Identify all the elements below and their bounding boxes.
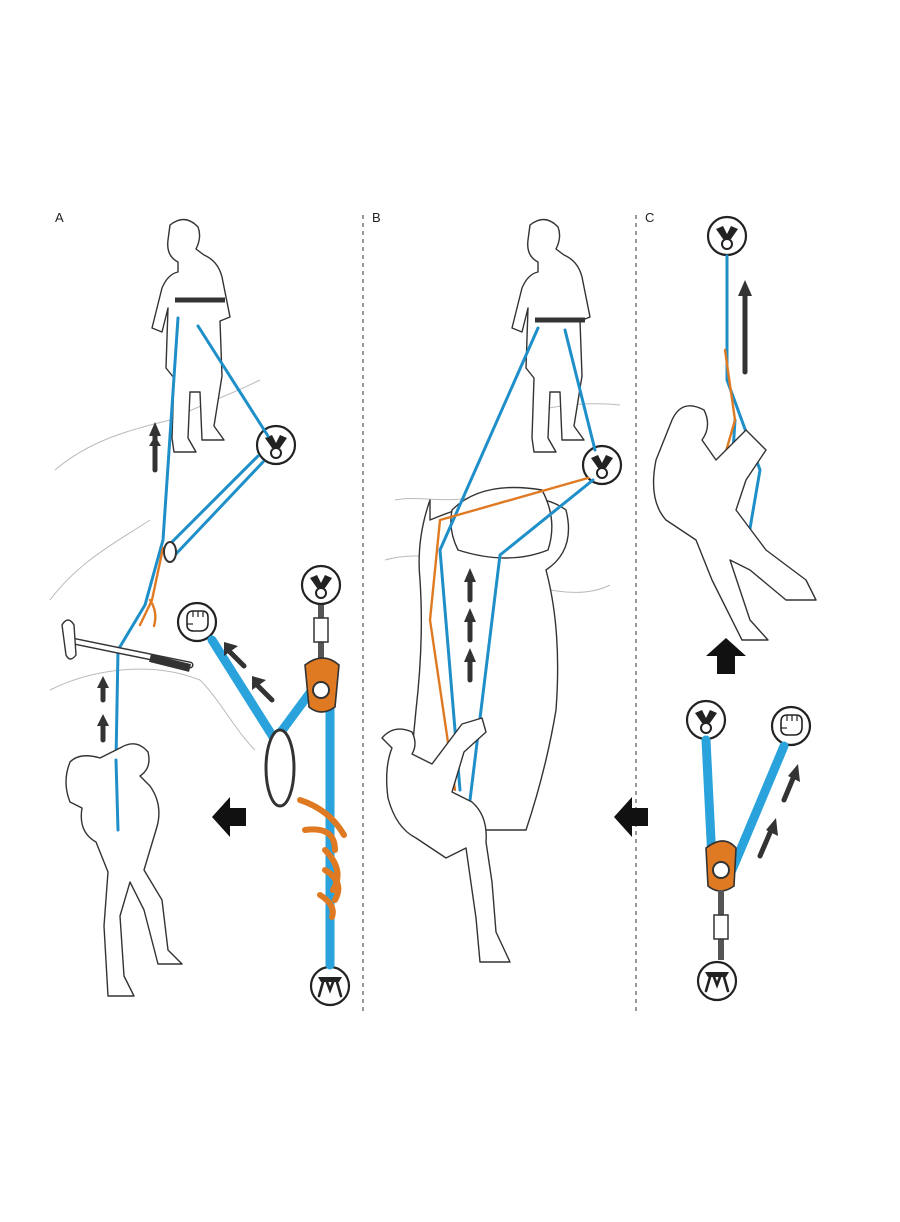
anchor-icon — [255, 424, 297, 466]
panel-label-a: A — [55, 210, 64, 225]
anchor-icon — [706, 215, 748, 257]
panel-label-b: B — [372, 210, 381, 225]
hand-grip-icon — [176, 601, 218, 643]
direction-arrow-icon — [614, 797, 648, 837]
panel-a — [49, 218, 351, 1007]
anchor-icon — [685, 699, 727, 741]
panel-label-c: C — [645, 210, 654, 225]
harness-icon — [309, 965, 351, 1007]
direction-arrow-icon — [706, 638, 746, 674]
ice-axe-icon — [61, 619, 194, 672]
climber-figure-a — [65, 743, 183, 997]
carabiner-icon — [163, 541, 177, 563]
climber-figure-b — [381, 717, 511, 963]
panel-b — [381, 218, 648, 963]
anchor-icon — [300, 564, 342, 606]
direction-arrow-icon — [212, 797, 246, 837]
harness-icon — [696, 960, 738, 1002]
backpack-icon — [450, 486, 553, 559]
rescuer-figure-b — [511, 218, 591, 453]
rescuer-figure-a — [151, 218, 231, 453]
panel-c — [652, 215, 817, 1002]
climber-figure-c — [652, 405, 817, 641]
hand-grip-icon — [770, 705, 812, 747]
carabiner-icon — [264, 728, 296, 808]
